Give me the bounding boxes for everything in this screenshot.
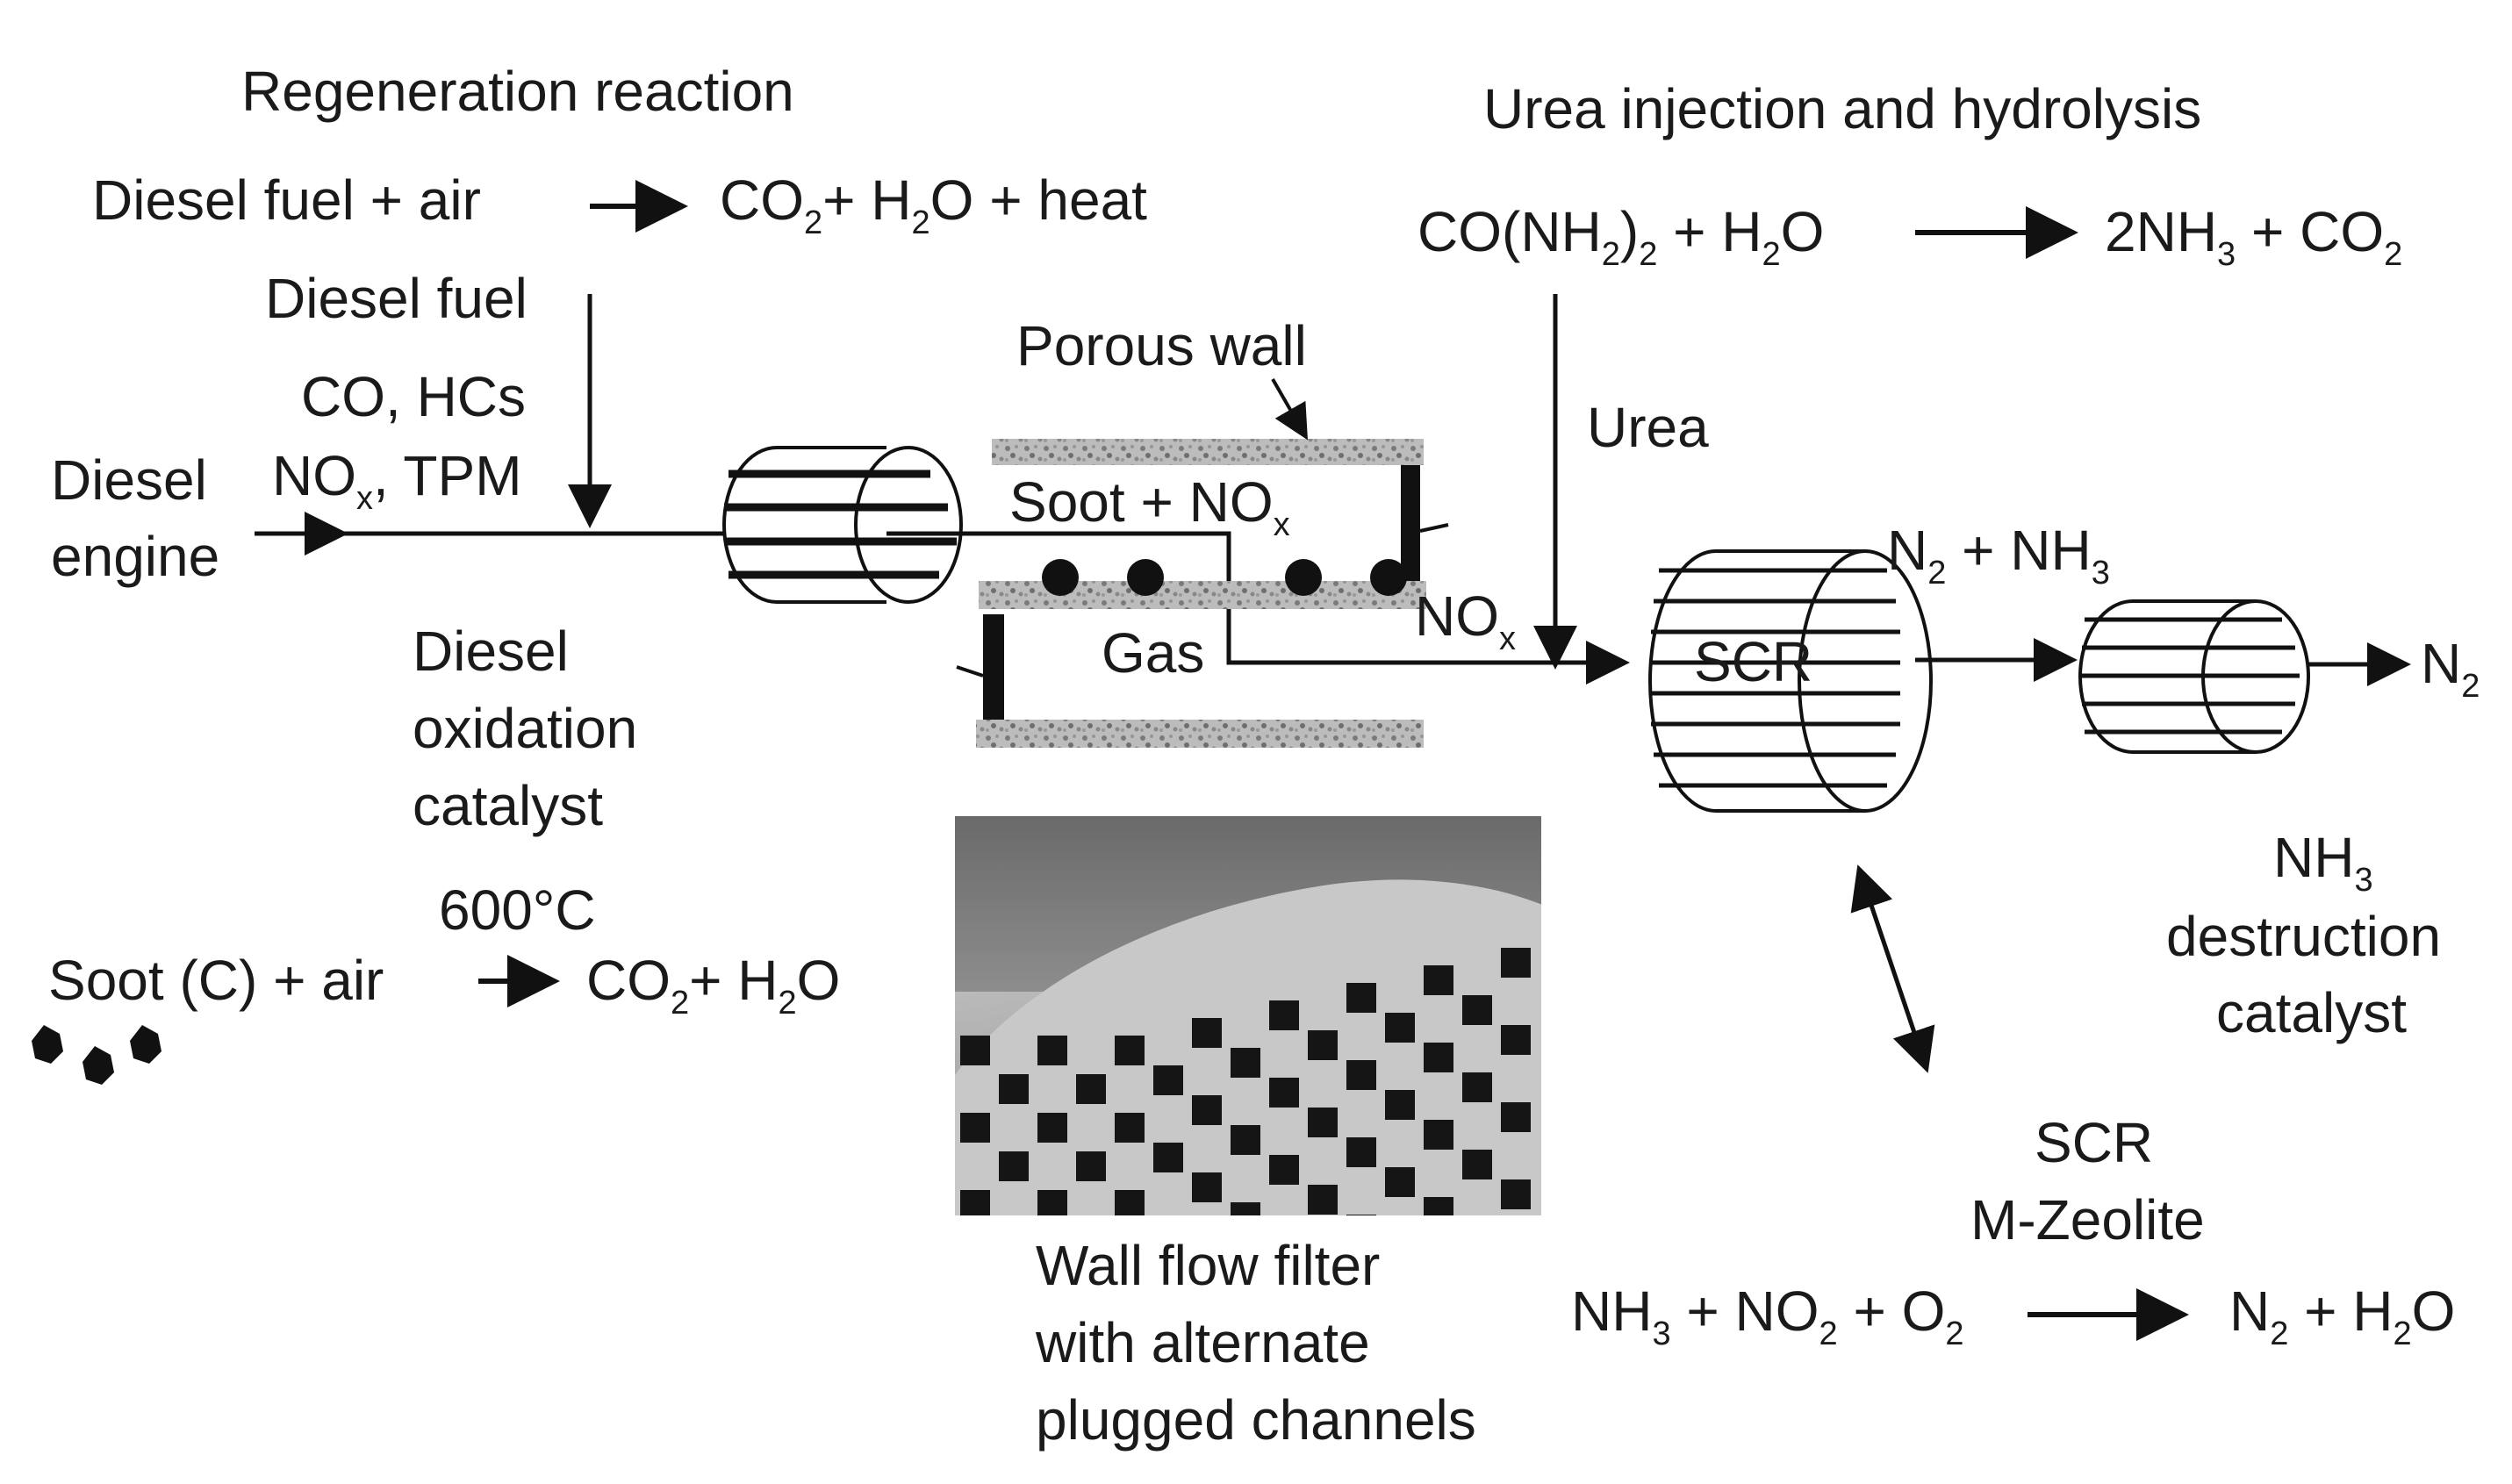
plug-bottom bbox=[983, 614, 1004, 720]
photo-channel-grid bbox=[955, 948, 1541, 1215]
plugged-channel bbox=[1308, 1108, 1338, 1137]
plugged-channel bbox=[1269, 1000, 1299, 1030]
plugged-channel bbox=[1269, 1155, 1299, 1185]
plugged-channel bbox=[1424, 965, 1453, 995]
doc-label-line3: catalyst bbox=[413, 774, 603, 837]
photo-caption-line2: with alternate bbox=[1036, 1311, 1370, 1374]
scr-cylinder bbox=[1648, 549, 1933, 813]
urea-section-title: Urea injection and hydrolysis bbox=[1483, 77, 2202, 140]
plugged-channel bbox=[1346, 983, 1376, 1013]
wall-flow-filter-photo bbox=[955, 816, 1541, 1215]
plugged-channel bbox=[1385, 1013, 1415, 1043]
plugged-channel bbox=[1192, 1172, 1222, 1202]
plugged-channel bbox=[1346, 1060, 1376, 1090]
zeolite-reaction-rhs: N2 + H2O bbox=[2229, 1280, 2456, 1352]
scr-label: SCR bbox=[1694, 630, 1813, 693]
doc-label-line2: oxidation bbox=[413, 697, 638, 760]
final-outlet-label: N2 bbox=[2421, 632, 2480, 705]
plugged-channel bbox=[1462, 1150, 1492, 1179]
plugged-channel bbox=[1501, 1025, 1531, 1055]
plugged-channel bbox=[1076, 1151, 1106, 1181]
plugged-channel bbox=[1501, 948, 1531, 978]
plugged-channel bbox=[1424, 1197, 1453, 1215]
nox-to-scr-label: NOx bbox=[1415, 584, 1516, 657]
plugged-channel bbox=[1462, 1072, 1492, 1102]
urea-hydrolysis-lhs: CO(NH2)2 + H2O bbox=[1417, 200, 1825, 273]
plugged-channel bbox=[1115, 1113, 1145, 1143]
plugged-channel bbox=[1115, 1190, 1145, 1215]
plugged-channel bbox=[1037, 1190, 1067, 1215]
soot-burn-rhs: CO2+ H2O bbox=[586, 949, 841, 1022]
nh3-catalyst-label-line1: NH3 bbox=[2273, 826, 2373, 899]
soot-particle bbox=[1127, 559, 1164, 596]
doc-label-line1: Diesel bbox=[413, 620, 569, 683]
regeneration-title: Regeneration reaction bbox=[241, 60, 794, 123]
plugged-channel bbox=[1192, 1018, 1222, 1048]
plugged-channel bbox=[1308, 1030, 1338, 1060]
plugged-channel bbox=[1346, 1137, 1376, 1167]
plugged-channel bbox=[1269, 1078, 1299, 1108]
nh3-catalyst-label-line3: catalyst bbox=[2216, 981, 2407, 1044]
urea-hydrolysis-rhs: 2NH3 + CO2 bbox=[2105, 200, 2403, 273]
plugged-channel bbox=[960, 1190, 990, 1215]
soot-particle bbox=[1042, 559, 1079, 596]
plugged-channel bbox=[1037, 1113, 1067, 1143]
scr-outlet-label: N2 + NH3 bbox=[1887, 519, 2110, 591]
engine-label-line2: engine bbox=[51, 525, 220, 588]
plugged-channel bbox=[1385, 1090, 1415, 1120]
plugged-channel bbox=[1231, 1048, 1260, 1078]
doc-cylinder bbox=[722, 446, 963, 604]
plugged-channel bbox=[1076, 1074, 1106, 1104]
zeolite-label-line1: SCR bbox=[2035, 1111, 2154, 1174]
plugged-channel bbox=[1115, 1036, 1145, 1065]
soot-particles-icon bbox=[32, 1025, 161, 1085]
zeolite-reaction-lhs: NH3 + NO2 + O2 bbox=[1571, 1280, 1964, 1352]
photo-caption-line3: plugged channels bbox=[1036, 1388, 1476, 1452]
urea-label: Urea bbox=[1587, 396, 1709, 459]
gas-label: Gas bbox=[1102, 621, 1205, 685]
wall-flow-filter-sketch bbox=[956, 378, 1449, 748]
plugged-channel bbox=[1153, 1065, 1183, 1095]
plugged-channel bbox=[1231, 1125, 1260, 1155]
porous-wall-label: Porous wall bbox=[1016, 314, 1307, 377]
plugged-channel bbox=[999, 1074, 1029, 1104]
plugged-channel bbox=[1308, 1185, 1338, 1215]
plugged-channel bbox=[1462, 995, 1492, 1025]
soot-burn-temperature: 600°C bbox=[439, 878, 596, 942]
plug-top bbox=[1401, 465, 1420, 581]
engine-label-line1: Diesel bbox=[51, 448, 207, 512]
exhaust-gases-line1: CO, HCs bbox=[301, 365, 526, 428]
nh3-catalyst-cylinder bbox=[2078, 599, 2310, 754]
soot-nox-label: Soot + NOx bbox=[1009, 470, 1290, 543]
plugged-channel bbox=[1424, 1120, 1453, 1150]
plugged-channel bbox=[1501, 1179, 1531, 1209]
nh3-catalyst-label-line2: destruction bbox=[2166, 905, 2442, 968]
plugged-channel bbox=[960, 1036, 990, 1065]
plugged-channel bbox=[999, 1151, 1029, 1181]
soot-burn-lhs: Soot (C) + air bbox=[48, 949, 384, 1012]
plugged-channel bbox=[1501, 1102, 1531, 1132]
plugged-channel bbox=[1231, 1202, 1260, 1215]
photo-caption-line1: Wall flow filter bbox=[1036, 1234, 1381, 1297]
plugged-channel bbox=[1385, 1167, 1415, 1197]
regeneration-lhs: Diesel fuel + air bbox=[92, 168, 481, 232]
scr-zeolite-arrow bbox=[1850, 864, 1935, 1073]
zeolite-label-line2: M-Zeolite bbox=[1970, 1188, 2205, 1251]
soot-particle bbox=[1285, 559, 1322, 596]
diesel-fuel-label: Diesel fuel bbox=[265, 267, 528, 330]
porous-wall-pointer bbox=[1271, 378, 1308, 441]
plugged-channel bbox=[1424, 1043, 1453, 1072]
exhaust-gases-line2: NOx, TPM bbox=[272, 444, 522, 517]
plugged-channel bbox=[1153, 1143, 1183, 1172]
plugged-channel bbox=[960, 1113, 990, 1143]
soot-particle bbox=[1370, 559, 1407, 596]
plugged-channel bbox=[1037, 1036, 1067, 1065]
plugged-channel bbox=[1192, 1095, 1222, 1125]
regeneration-rhs: CO2+ H2O + heat bbox=[720, 168, 1147, 241]
